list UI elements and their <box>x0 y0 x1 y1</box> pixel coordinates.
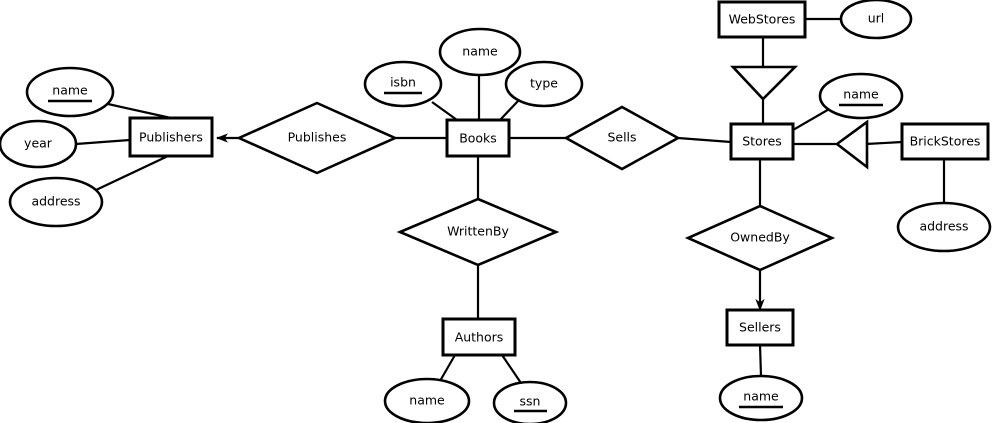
edge-books-isbn <box>431 101 458 121</box>
edge-books-type <box>499 100 519 121</box>
entity-publishers-label: Publishers <box>139 130 203 145</box>
relationship-writtenby[interactable] <box>396 197 560 267</box>
entity-authors-label: Authors <box>455 330 504 345</box>
entity-authors[interactable] <box>441 317 517 357</box>
attribute-publishers-year-label: year <box>24 136 53 151</box>
edge-authors-name <box>439 354 456 382</box>
attribute-publishers-address[interactable] <box>8 176 104 228</box>
attribute-publishers-address-label: address <box>31 194 80 209</box>
relationships-layer: Publishes Sells WrittenBy OwnedBy <box>235 101 836 272</box>
attribute-sellers-name-label: name <box>743 389 779 404</box>
attribute-books-isbn[interactable] <box>363 60 443 108</box>
isa-layer <box>729 65 869 170</box>
relationship-writtenby-label: WrittenBy <box>447 224 509 239</box>
isa-triangle-webstores <box>729 65 799 101</box>
attribute-books-type[interactable] <box>504 60 584 108</box>
relationship-publishes[interactable] <box>235 101 399 175</box>
attribute-books-type-label: type <box>530 76 558 91</box>
entity-brickstores-label: BrickStores <box>910 134 981 149</box>
attribute-publishers-name-label: name <box>52 83 88 98</box>
edge-sellers-name <box>758 344 763 377</box>
entity-publishers[interactable] <box>128 116 214 158</box>
attribute-webstores-url-label: url <box>868 11 885 26</box>
attribute-authors-name[interactable] <box>383 377 471 423</box>
edge-isa-brick-to-brickstores <box>865 140 903 146</box>
entity-sellers[interactable] <box>725 308 795 347</box>
attribute-books-isbn-label: isbn <box>390 75 416 90</box>
relationship-publishes-label: Publishes <box>288 130 347 145</box>
entity-books-label: Books <box>459 131 497 146</box>
attribute-stores-name-label: name <box>843 87 879 102</box>
attribute-brickstores-address[interactable] <box>896 201 992 253</box>
attribute-books-name-label: name <box>462 44 498 59</box>
entity-brickstores[interactable] <box>900 122 990 161</box>
entities-layer: Publishers Books Stores WebStores BrickS… <box>128 0 990 357</box>
edge-publishers-year <box>75 138 131 146</box>
edges-layer <box>75 17 946 384</box>
relationship-ownedby[interactable] <box>684 204 836 272</box>
attribute-sellers-name[interactable] <box>718 374 804 422</box>
attribute-publishers-year[interactable] <box>0 119 78 169</box>
edge-authors-ssn <box>501 354 522 384</box>
entity-books[interactable] <box>445 118 511 158</box>
entity-sellers-label: Sellers <box>739 320 781 335</box>
relationship-sells-label: Sells <box>607 130 636 145</box>
attribute-stores-name[interactable] <box>818 72 904 120</box>
attribute-authors-ssn-label: ssn <box>520 394 541 409</box>
entity-stores[interactable] <box>729 122 795 161</box>
edge-publishers-address <box>95 155 169 191</box>
attribute-webstores-url[interactable] <box>839 0 913 40</box>
attribute-authors-name-label: name <box>409 393 445 408</box>
entity-webstores-label: WebStores <box>729 12 796 27</box>
edge-publishers-name <box>107 102 172 120</box>
entity-stores-label: Stores <box>742 134 782 149</box>
relationship-ownedby-label: OwnedBy <box>730 230 790 245</box>
attribute-books-name[interactable] <box>438 27 522 77</box>
attribute-brickstores-address-label: address <box>919 219 968 234</box>
relationship-sells[interactable] <box>563 105 681 171</box>
entity-webstores[interactable] <box>717 0 807 39</box>
isa-triangle-brickstores <box>834 119 869 170</box>
attribute-publishers-name[interactable] <box>25 66 115 118</box>
edge-stores-name <box>792 107 832 131</box>
attribute-authors-ssn[interactable] <box>492 380 568 423</box>
edge-sells-to-stores <box>677 136 732 144</box>
